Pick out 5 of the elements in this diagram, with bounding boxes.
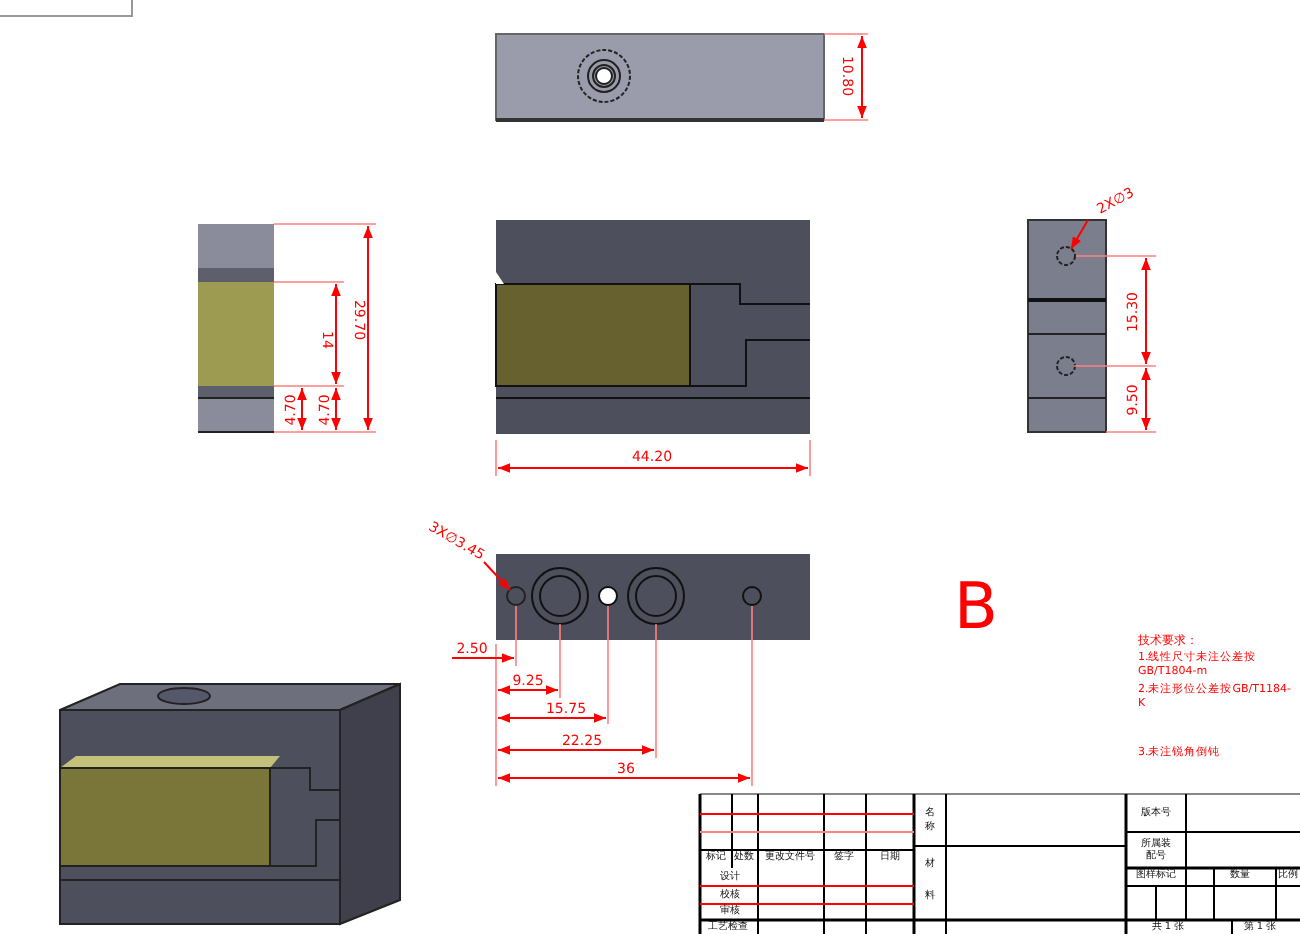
leader-line <box>483 561 511 591</box>
view-letter: B <box>954 574 998 638</box>
hole <box>1056 246 1076 266</box>
hole <box>506 586 526 606</box>
leader-line <box>1070 219 1089 250</box>
